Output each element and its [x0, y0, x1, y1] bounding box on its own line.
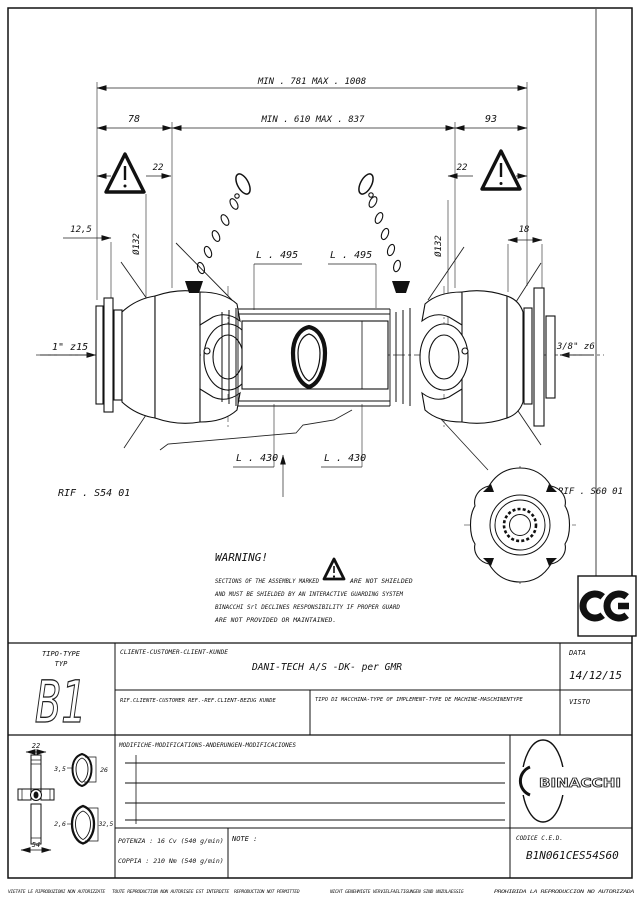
footer-text-it: VIETATE LE RIPRODUZIONI NON AUTORIZZATE: [8, 889, 105, 895]
dim-left-guard: 22: [153, 163, 164, 173]
tipo-type-value: B1: [35, 668, 85, 736]
safety-chain-right: [358, 173, 401, 273]
dim-right-end: 93: [485, 114, 497, 125]
footer-text-es: PROHIBIDA LA REPRODUCCION NO AUTORIZADA: [494, 889, 635, 895]
dim-left-end: 78: [128, 114, 140, 125]
cliente-value: DANI-TECH A/S -DK- per GMR: [251, 662, 402, 673]
safety-chain-left: [196, 173, 251, 275]
warning-note: WARNING! SECTIONS OF THE ASSEMBLY MARKED…: [214, 551, 413, 624]
macchina-label: TIPO DI MACCHINA-TYPE OF IMPLEMENT-TYPE …: [315, 697, 523, 703]
footer-legal: VIETATE LE RIPRODUZIONI NON AUTORIZZATE …: [8, 889, 635, 895]
mini-dim-35: 3,5: [53, 765, 66, 773]
ref-right-label: RIF . S60 01: [558, 487, 623, 497]
dim-overall: MIN . 781 MAX . 1008: [257, 77, 366, 87]
coppia-value: COPPIA : 210 Nm (540 g/min): [118, 857, 224, 865]
mini-dim-26: 26: [100, 766, 108, 774]
warning-title: WARNING!: [215, 551, 268, 564]
title-block: TIPO-TYPE TYP B1 CLIENTE-CUSTOMER-CLIENT…: [8, 642, 632, 878]
title-block-lines: [8, 642, 632, 878]
codice-value: B1N061CES54S60: [526, 849, 619, 862]
warning-triangle-left-icon: [104, 152, 146, 194]
warning-line1b: ARE NOT SHIELDED: [349, 577, 413, 585]
dim-tube-left: L . 495: [256, 250, 298, 261]
spline-bore: [502, 507, 538, 543]
dim-left-gap: 12,5: [70, 225, 92, 235]
footer-text-en: REPRODUCTION NOT PERMITTED: [234, 889, 300, 895]
warning-line2: AND MUST BE SHIELDED BY AN INTERACTIVE G…: [214, 590, 404, 598]
codice-label: CODICE C.E.D.: [516, 835, 563, 842]
sheet-frame: [7, 7, 633, 879]
warning-line3: BINACCHI Srl DECLINES RESPONSIBILITY IF …: [215, 603, 400, 611]
typ-label: TYP: [55, 660, 68, 668]
spline-left-label: 1" z15: [52, 342, 88, 353]
dim-dia-left: Ø132: [131, 233, 142, 255]
modifiche-label: MODIFICHE-MODIFICATIONS-ANDERUNGEN-MODIF…: [118, 742, 296, 749]
dim-inner: MIN . 610 MAX . 837: [261, 115, 366, 125]
dim-right-gap: 18: [519, 225, 530, 235]
binacchi-brand-text: BINACCHI: [539, 775, 621, 790]
binacchi-logo: BINACCHI: [518, 739, 621, 823]
note-label: NOTE :: [231, 835, 257, 843]
warning-line1a: SECTIONS OF THE ASSEMBLY MARKED: [215, 577, 319, 585]
ce-mark: [577, 575, 637, 637]
dim-guard-left: L . 430: [236, 453, 278, 464]
mini-dim-26b: 2,6: [54, 820, 66, 828]
mini-dim-54: 54: [32, 841, 40, 849]
footer-text-fr: TOUTE REPRODUCTION NON AUTORISEE EST INT…: [112, 889, 229, 895]
footer-text-de: NICHT GENEHMIGTE VERVIELFAELTIGUNGEN SIN…: [329, 889, 464, 895]
warning-line4: ARE NOT PROVIDED OR MAINTAINED.: [214, 616, 336, 624]
chain-hook-right: [358, 173, 374, 195]
potenza-value: POTENZA : 16 Cv (540 g/min): [118, 837, 224, 845]
mini-cross-drawing: 22 54 3,5 26 2,6 32,5: [17, 742, 114, 853]
dim-guard-right: L . 430: [324, 453, 366, 464]
cliente-label: CLIENTE-CUSTOMER-CLIENT-KUNDE: [120, 649, 228, 656]
chain-hook-left: [235, 173, 251, 195]
dim-right-guard: 22: [457, 163, 468, 173]
tipo-type-label: TIPO-TYPE: [42, 650, 81, 658]
warning-triangle-right-icon: [480, 149, 522, 191]
spline-right-label: 1 3/8" z6: [546, 342, 595, 352]
chain-clamp-right: [392, 281, 410, 293]
flange-view: [464, 466, 576, 586]
chain-clamp-left: [185, 281, 203, 293]
dim-dia-right: Ø132: [433, 235, 444, 257]
ref-left-label: RIF . S54 01: [58, 488, 130, 499]
visto-label: VISTO: [569, 698, 590, 706]
driveline-drawing: [95, 281, 556, 427]
mini-dim-22: 22: [32, 742, 40, 750]
data-value: 14/12/15: [569, 669, 622, 682]
warning-note-triangle-icon: [322, 557, 346, 581]
dimension-texts: MIN . 781 MAX . 1008 MIN . 610 MAX . 837…: [52, 77, 623, 499]
modifiche-ruling: [125, 755, 505, 824]
data-label: DATA: [568, 649, 586, 657]
dim-tube-right: L . 495: [330, 250, 372, 261]
rif-cliente-label: RIF.CLIENTE-CUSTOMER REF.-REF.CLIENT-BEZ…: [120, 698, 277, 704]
mini-dim-325: 32,5: [98, 821, 114, 828]
